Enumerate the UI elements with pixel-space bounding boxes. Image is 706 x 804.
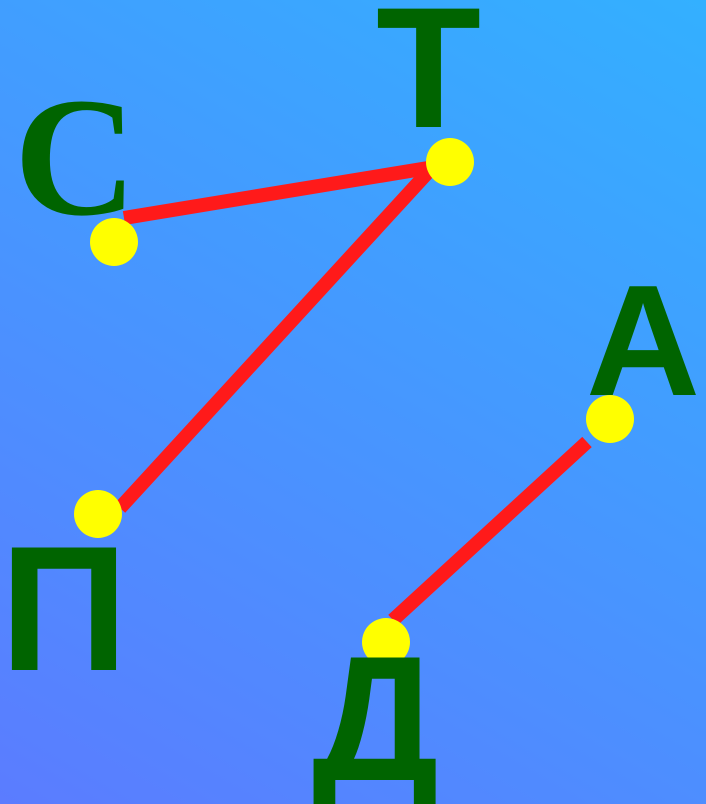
dot-p[interactable] (74, 490, 122, 538)
letter-p: П (0, 509, 128, 708)
dot-d[interactable] (362, 618, 410, 666)
letter-d: Д (312, 619, 439, 804)
letter-t: Т (376, 0, 482, 164)
dot-s[interactable] (90, 218, 138, 266)
dot-t[interactable] (426, 138, 474, 186)
connection-line-a-d (388, 436, 592, 626)
connection-line-t-p (114, 165, 436, 513)
letter-a: А (586, 253, 701, 429)
letter-s: С (14, 63, 137, 251)
connection-line-s-t (122, 161, 430, 225)
dot-a[interactable] (586, 395, 634, 443)
